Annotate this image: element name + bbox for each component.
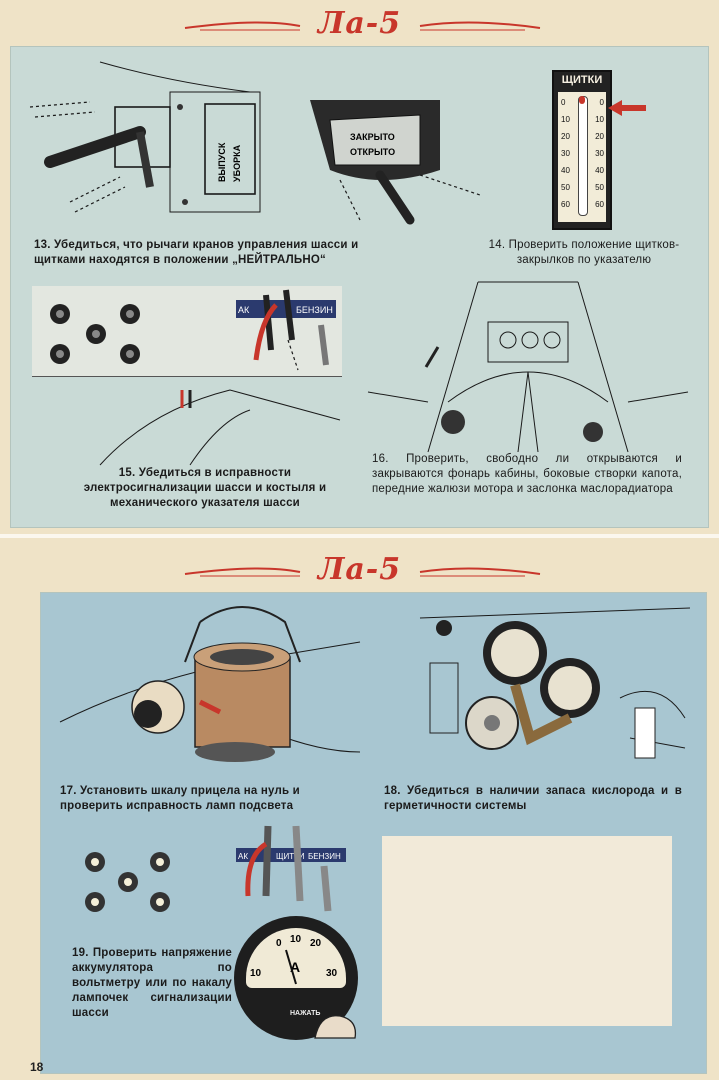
page-number: 18	[30, 1060, 44, 1074]
voltmeter-scale: 10 0 10 20 30 А	[250, 934, 338, 985]
page-title: Ла-5	[317, 6, 402, 41]
svg-text:ВЫПУСК: ВЫПУСК	[217, 142, 227, 182]
flap-scale-right: 0 10 20 30 40 50 60	[595, 98, 604, 209]
step-15-caption: 15. Убедиться в исправности электросигна…	[83, 467, 327, 509]
step-18-caption: 18. Убедиться в наличии запаса кислорода…	[384, 785, 682, 812]
oxygen-illustration	[419, 607, 691, 759]
page-title: Ла-5	[317, 552, 402, 587]
voltmeter-tick-20: 20	[310, 938, 322, 949]
voltmeter-tick-zero: 0	[276, 938, 282, 949]
svg-text:ЗАКРЫТО: ЗАКРЫТО	[350, 132, 395, 142]
bottom-header: Ла-5	[0, 546, 719, 590]
top-page: Ла-5 ВЫПУСК УБОРКА ЗАКРЫТО ОТКРЫТО ЩИТКИ…	[0, 0, 719, 534]
voltmeter-tick-10: 10	[290, 934, 302, 945]
step-14-caption: 14. Проверить положение щитков-закрылков…	[488, 239, 680, 266]
flap-gauge: ЩИТКИ 0 10 20 30 40 50 60 0 10 20 30 40 …	[552, 70, 612, 230]
switch-tag-ak: АК	[238, 305, 250, 315]
voltmeter-unit: А	[290, 959, 300, 975]
voltmeter-tick-30: 30	[326, 968, 338, 979]
step-19-caption: 19. Проверить напряжение аккумулятора по…	[72, 947, 232, 1019]
flap-indicator-tube	[578, 96, 588, 216]
switch-tag-ak: АК	[238, 852, 248, 861]
voltage-lamps-icon	[85, 852, 170, 912]
gear-crane-illustration: ВЫПУСК УБОРКА	[29, 61, 261, 213]
flap-scale-left: 0 10 20 30 40 50 60	[561, 98, 570, 209]
flap-indicator-fill	[579, 96, 585, 104]
finger-press-icon	[314, 1015, 357, 1039]
gunsight-illustration	[59, 606, 361, 762]
bottom-page: Ла-5 17. Установить шкалу прицела на нул…	[0, 538, 719, 1080]
top-header: Ла-5	[0, 0, 719, 44]
switches-illustration: АК БЕНЗИН	[236, 289, 336, 371]
cockpit-illustration	[367, 281, 689, 453]
step-13-caption: 13. Убедиться, что рычаги кранов управле…	[34, 239, 359, 266]
signal-lamps-icon	[50, 304, 140, 364]
valve-illustration: ЗАКРЫТО ОТКРЫТО	[310, 100, 481, 225]
header-flourish	[184, 567, 541, 577]
switch-tag-shchitki: ЩИТКИ	[276, 852, 305, 861]
voltmeter-button-label: НАЖАТЬ	[290, 1010, 321, 1017]
svg-text:УБОРКА: УБОРКА	[232, 144, 242, 182]
switch-tag-benzin: БЕНЗИН	[296, 305, 333, 315]
voltmeter-tick-left: 10	[250, 968, 262, 979]
gear-indicator-lines	[99, 389, 341, 466]
header-flourish	[184, 21, 541, 31]
step-16-caption: 16. Проверить, свободно ли открываются и…	[372, 453, 682, 495]
page-separator	[0, 534, 719, 538]
bottom-switches-illustration: АК ЩИТКИ БЕНЗИН	[236, 825, 346, 912]
switch-tag-benzin: БЕНЗИН	[308, 852, 341, 861]
step-17-caption: 17. Установить шкалу прицела на нуль и п…	[60, 785, 300, 812]
flap-gauge-label: ЩИТКИ	[561, 74, 603, 86]
red-arrow-icon	[608, 100, 646, 116]
blank-frame	[382, 836, 672, 1026]
svg-text:ОТКРЫТО: ОТКРЫТО	[350, 147, 395, 157]
